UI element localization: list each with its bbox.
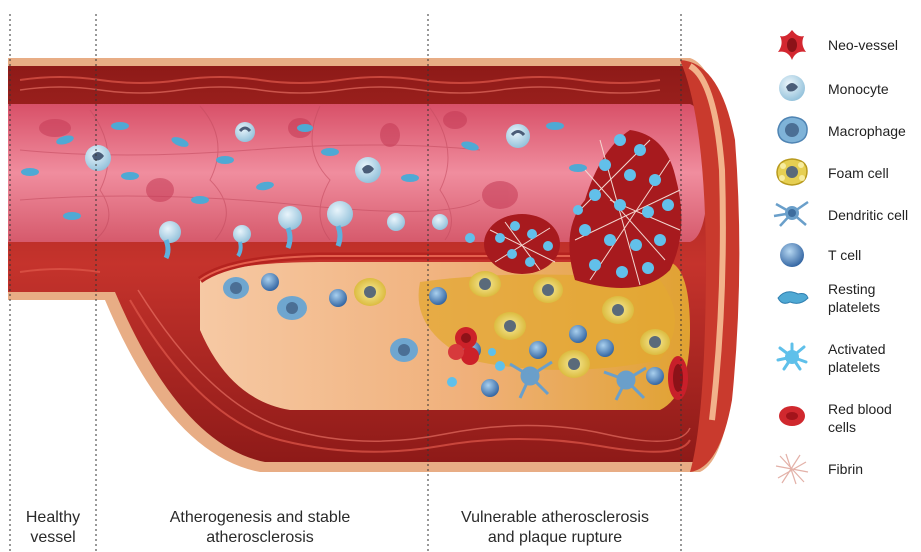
fibrin-icon [770,452,814,486]
t-cell-icon [770,238,814,272]
neo-vessel-icon [770,28,814,62]
activated-platelet-icon [770,340,814,374]
neo-vessel [668,356,688,400]
foam-cell-icon [770,154,814,188]
macrophage-icon [770,112,814,146]
resting-platelet-icon [770,280,814,314]
dendritic-cell-icon [770,196,814,230]
monocyte-icon [770,70,814,104]
red-blood-cell-icon [770,400,814,434]
